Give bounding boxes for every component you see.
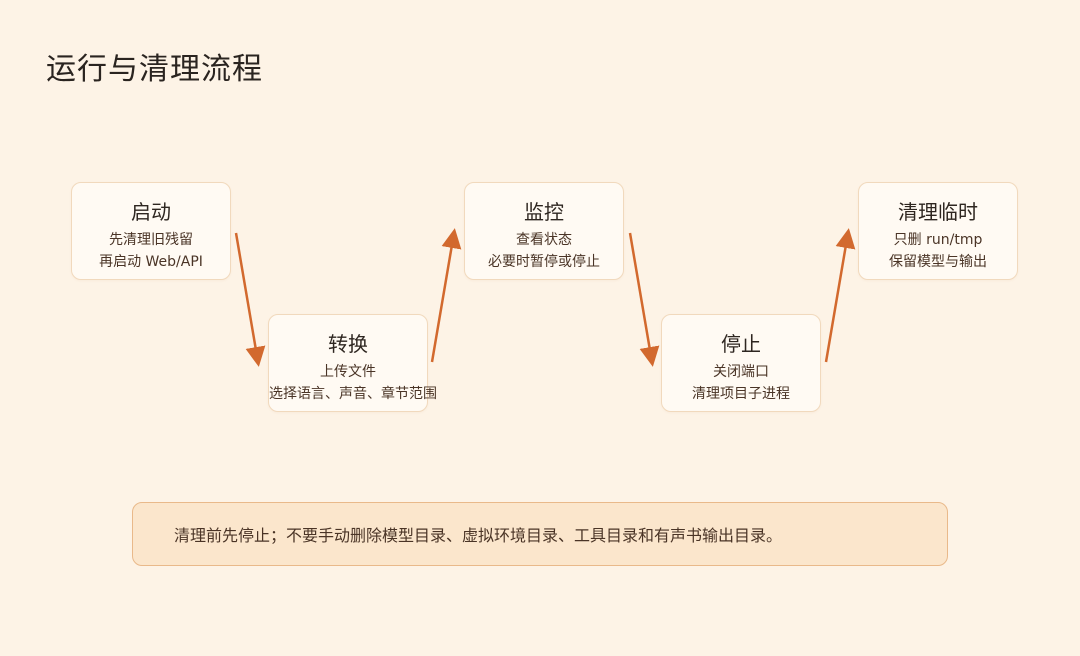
arrow-start-to-convert [234,232,266,367]
step-detail: 必要时暂停或停止 [488,254,600,270]
step-title: 清理临时 [898,200,978,224]
step-detail: 再启动 Web/API [99,254,203,270]
step-title: 监控 [524,200,564,224]
step-detail: 查看状态 [516,232,572,248]
cleanup-warning-note: 清理前先停止；不要手动删除模型目录、虚拟环境目录、工具目录和有声书输出目录。 [132,502,948,566]
arrow-stop-to-cleanup [824,228,856,363]
page-title: 运行与清理流程 [46,52,263,87]
step-stop-card: 停止 关闭端口 清理项目子进程 [661,314,821,412]
step-title: 停止 [721,332,761,356]
step-cleanup-card: 清理临时 只删 run/tmp 保留模型与输出 [858,182,1018,280]
step-detail: 保留模型与输出 [889,254,987,270]
step-detail: 关闭端口 [713,364,769,380]
arrow-convert-to-monitor [430,228,462,363]
step-monitor-card: 监控 查看状态 必要时暂停或停止 [464,182,624,280]
step-title: 转换 [328,332,368,356]
step-detail: 只删 run/tmp [893,232,983,248]
step-detail: 先清理旧残留 [109,232,193,248]
step-detail: 上传文件 [320,364,376,380]
step-start-card: 启动 先清理旧残留 再启动 Web/API [71,182,231,280]
step-convert-card: 转换 上传文件 选择语言、声音、章节范围 [268,314,437,412]
step-title: 启动 [131,200,171,224]
arrow-monitor-to-stop [628,232,660,367]
step-detail: 清理项目子进程 [692,386,790,402]
step-detail: 选择语言、声音、章节范围 [269,386,437,402]
